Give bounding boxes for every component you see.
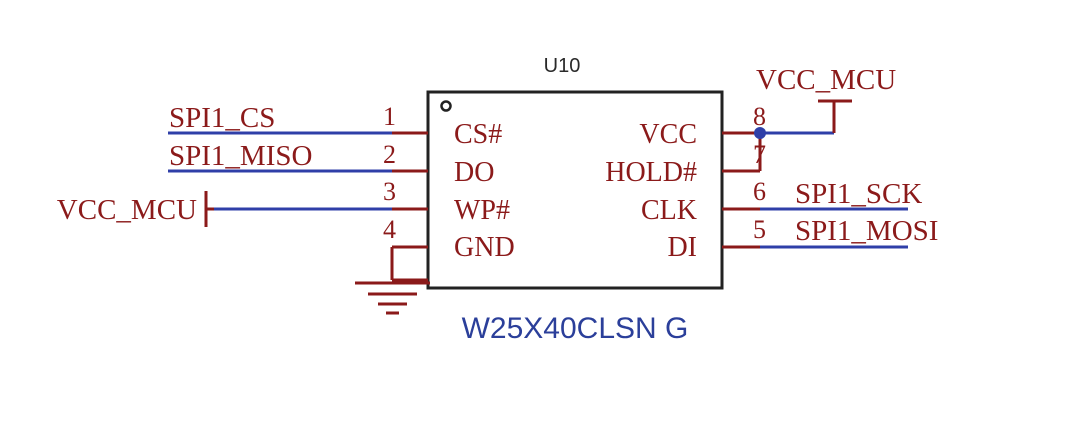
pin-number-8: 8 — [753, 102, 766, 131]
net-label-spi1-cs: SPI1_CS — [169, 102, 275, 134]
pin-name-cs: CS# — [454, 119, 502, 150]
pin-number-2: 2 — [383, 140, 396, 169]
pin1-marker — [440, 100, 452, 112]
pin-number-6: 6 — [753, 177, 766, 206]
pin-name-di: DI — [667, 232, 697, 263]
net-label-spi1-mosi: SPI1_MOSI — [795, 215, 938, 247]
pin-number-5: 5 — [753, 215, 766, 244]
pin-number-3: 3 — [383, 177, 396, 206]
pin-number-4: 4 — [383, 215, 396, 244]
pin-name-clk: CLK — [641, 195, 697, 226]
net-label-vcc-top: VCC_MCU — [756, 64, 896, 96]
net-label-spi1-miso: SPI1_MISO — [169, 140, 312, 172]
pin-name-gnd: GND — [454, 232, 515, 263]
pin-number-1: 1 — [383, 102, 396, 131]
pin-name-vcc: VCC — [639, 119, 697, 150]
ic-body — [426, 90, 724, 290]
pin-name-wp: WP# — [454, 195, 510, 226]
junction-dot — [754, 127, 766, 139]
net-label-spi1-sck: SPI1_SCK — [795, 178, 922, 210]
pin-name-hold: HOLD# — [605, 157, 697, 188]
component-part-number: W25X40CLSN G — [462, 312, 689, 345]
component-designator: U10 — [544, 55, 581, 77]
pin-name-do: DO — [454, 157, 494, 188]
net-label-vcc-left: VCC_MCU — [57, 194, 197, 226]
